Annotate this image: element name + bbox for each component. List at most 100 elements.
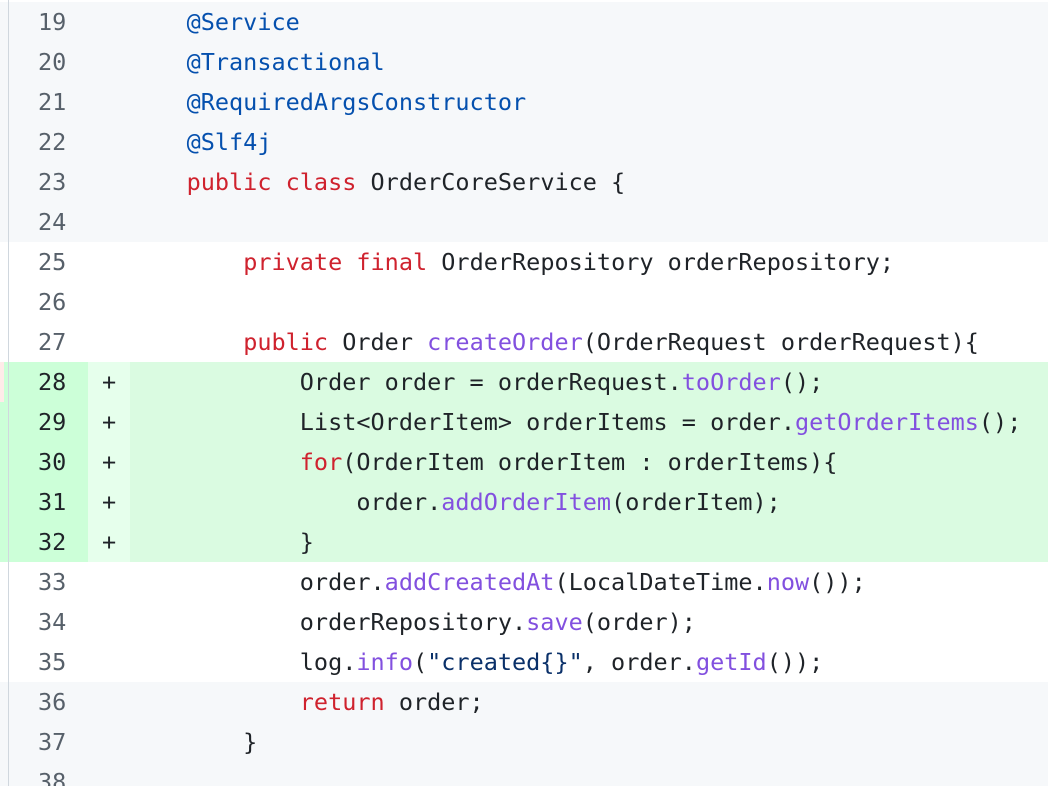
diff-line-context[interactable]: 37 } [0, 722, 1048, 762]
code-line: @Service [130, 2, 1048, 42]
line-number[interactable]: 33 [38, 568, 67, 596]
code-token: ( [412, 648, 428, 676]
code-line: } [130, 522, 1048, 562]
code-token: (); [780, 368, 824, 396]
code-token: private [243, 248, 343, 276]
added-marker: + [102, 408, 117, 436]
line-number[interactable]: 25 [38, 248, 67, 276]
code-line: private final OrderRepository orderRepos… [130, 242, 1048, 282]
code-token [130, 248, 243, 276]
diff-line-context[interactable]: 38 [0, 762, 1048, 786]
line-number[interactable]: 20 [38, 48, 67, 76]
line-number[interactable]: 34 [38, 608, 67, 636]
diff-line-added[interactable]: 31 + order.addOrderItem(orderItem); [0, 482, 1048, 522]
code-token: Order [328, 328, 428, 356]
added-marker: + [102, 488, 117, 516]
code-line: } [130, 722, 1048, 762]
line-number[interactable]: 27 [38, 328, 67, 356]
code-token: toOrder [681, 368, 781, 396]
code-line: order.addCreatedAt(LocalDateTime.now()); [130, 562, 1048, 602]
code-token: public [243, 328, 329, 356]
code-token: class [285, 168, 357, 196]
line-number[interactable]: 38 [38, 768, 67, 786]
diff-line-added[interactable]: 32+ } [0, 522, 1048, 562]
code-token: return [299, 688, 385, 716]
code-token: @RequiredArgsConstructor [186, 88, 527, 116]
line-number[interactable]: 29 [0, 402, 88, 442]
diff-line-context[interactable]: 19 @Service [0, 2, 1048, 42]
code-token: addOrderItem [441, 488, 612, 516]
code-token: List<OrderItem> orderItems = order. [130, 408, 795, 436]
line-number[interactable]: 30 [0, 442, 88, 482]
diff-line-context[interactable]: 36 return order; [0, 682, 1048, 722]
line-number[interactable]: 22 [38, 128, 67, 156]
diff-line-context[interactable]: 25 private final OrderRepository orderRe… [0, 242, 1048, 282]
diff-line-added[interactable]: 29 + List<OrderItem> orderItems = order.g… [0, 402, 1048, 442]
diff-marker [88, 162, 130, 202]
code-token: @Service [186, 8, 300, 36]
diff-marker [88, 2, 130, 42]
code-token: } [130, 728, 258, 756]
code-token: "created{}" [427, 648, 583, 676]
code-line: public Order createOrder(OrderRequest or… [130, 322, 1048, 362]
code-line: return order; [130, 682, 1048, 722]
code-token: getOrderItems [794, 408, 979, 436]
code-token: createOrder [427, 328, 583, 356]
line-number[interactable]: 35 [38, 648, 67, 676]
code-line [130, 282, 1048, 322]
diff-line-context[interactable]: 33 order.addCreatedAt(LocalDateTime.now(… [0, 562, 1048, 602]
line-number[interactable]: 37 [38, 728, 67, 756]
line-number[interactable]: 24 [38, 208, 67, 236]
added-marker: + [102, 368, 117, 396]
code-token: final [356, 248, 428, 276]
code-token [342, 248, 356, 276]
code-token [130, 448, 300, 476]
code-line: @Transactional [130, 42, 1048, 82]
code-token: @Transactional [186, 48, 385, 76]
diff-line-context[interactable]: 35 log.info("created{}", order.getId()); [0, 642, 1048, 682]
diff-marker [88, 122, 130, 162]
code-line: log.info("created{}", order.getId()); [130, 642, 1048, 682]
code-token: ()); [766, 648, 824, 676]
code-token [130, 128, 187, 156]
diff-line-context[interactable]: 21 @RequiredArgsConstructor [0, 82, 1048, 122]
code-token: } [130, 528, 314, 556]
diff-marker [88, 762, 130, 786]
diff-line-context[interactable]: 24 [0, 202, 1048, 242]
code-token: save [526, 608, 583, 636]
code-token: (order); [582, 608, 696, 636]
diff-line-context[interactable]: 23 public class OrderCoreService { [0, 162, 1048, 202]
code-token: Order order = orderRequest. [130, 368, 682, 396]
code-line: for(OrderItem orderItem : orderItems){ [130, 442, 1048, 482]
diff-line-added[interactable]: 30 + for(OrderItem orderItem : orderItems… [0, 442, 1048, 482]
diff-line-context[interactable]: 22 @Slf4j [0, 122, 1048, 162]
diff-marker [88, 642, 130, 682]
diff-marker [88, 722, 130, 762]
code-token [130, 168, 187, 196]
code-line: @Slf4j [130, 122, 1048, 162]
added-marker: + [102, 448, 117, 476]
code-line: order.addOrderItem(orderItem); [130, 482, 1048, 522]
code-token [130, 688, 300, 716]
line-number[interactable]: 21 [38, 88, 67, 116]
code-token [130, 328, 243, 356]
diff-line-context[interactable]: 34 orderRepository.save(order); [0, 602, 1048, 642]
code-token: (LocalDateTime. [554, 568, 767, 596]
line-number[interactable]: 19 [38, 8, 67, 36]
diff-marker [88, 42, 130, 82]
line-number[interactable]: 28 [0, 362, 88, 402]
diff-line-context[interactable]: 27 public Order createOrder(OrderRequest… [0, 322, 1048, 362]
diff-line-context[interactable]: 26 [0, 282, 1048, 322]
diff-line-context[interactable]: 20 @Transactional [0, 42, 1048, 82]
line-number[interactable]: 32 [0, 522, 88, 562]
code-line: @RequiredArgsConstructor [130, 82, 1048, 122]
line-number[interactable]: 23 [38, 168, 67, 196]
code-token: OrderCoreService { [356, 168, 626, 196]
gutter-divider [8, 0, 9, 786]
line-number[interactable]: 31 [0, 482, 88, 522]
line-number[interactable]: 36 [38, 688, 67, 716]
diff-line-added[interactable]: 28 + Order order = orderRequest.toOrder()… [0, 362, 1048, 402]
line-number[interactable]: 26 [38, 288, 67, 316]
